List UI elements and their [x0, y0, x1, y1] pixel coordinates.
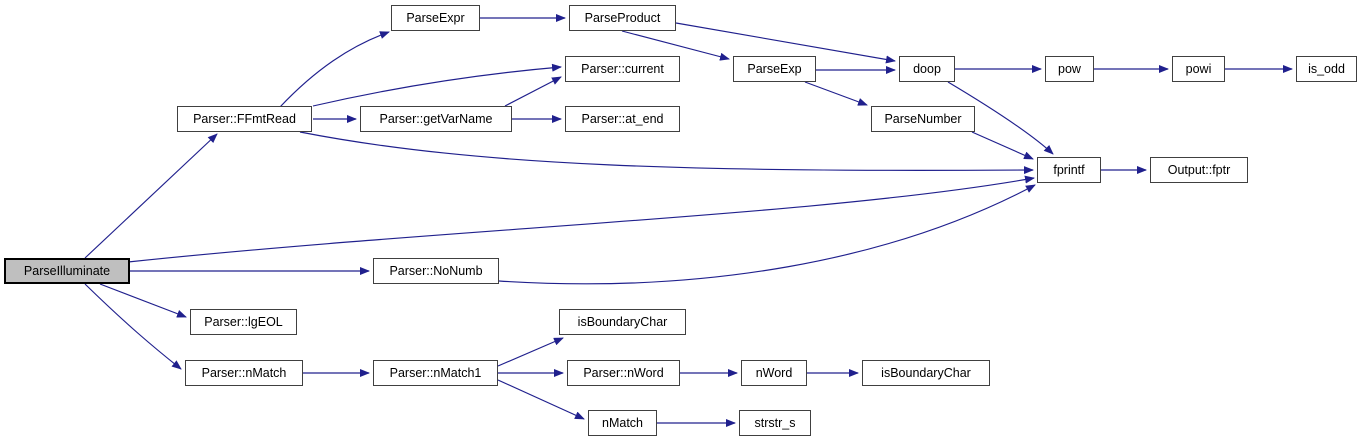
edge-parse-exp-to-parse-number [804, 81, 868, 106]
node-lg-eol[interactable]: Parser::lgEOL [190, 309, 297, 335]
node-parse-illuminate: ParseIlluminate [4, 258, 130, 284]
edge-parse-illuminate-to-n-match-method [84, 283, 182, 370]
node-parse-expr[interactable]: ParseExpr [391, 5, 480, 31]
edge-parse-illuminate-to-ffmt-read [84, 133, 218, 259]
node-pow[interactable]: pow [1045, 56, 1094, 82]
node-at-end[interactable]: Parser::at_end [565, 106, 680, 132]
node-n-word-method[interactable]: Parser::nWord [567, 360, 680, 386]
edge-parse-illuminate-to-lg-eol [99, 283, 187, 318]
edge-parse-number-to-fprintf [971, 131, 1034, 160]
node-is-boundary-char-1[interactable]: isBoundaryChar [559, 309, 686, 335]
node-is-boundary-char-2[interactable]: isBoundaryChar [862, 360, 990, 386]
edge-doop-to-fprintf [947, 81, 1054, 155]
node-n-match-fn[interactable]: nMatch [588, 410, 657, 436]
edge-ffmt-read-to-parser-current [312, 63, 562, 107]
node-parse-exp[interactable]: ParseExp [733, 56, 816, 82]
node-get-var-name[interactable]: Parser::getVarName [360, 106, 512, 132]
node-doop[interactable]: doop [899, 56, 955, 82]
node-no-numb[interactable]: Parser::NoNumb [373, 258, 499, 284]
node-ffmt-read[interactable]: Parser::FFmtRead [177, 106, 312, 132]
edge-no-numb-to-fprintf [498, 184, 1036, 285]
node-n-word[interactable]: nWord [741, 360, 807, 386]
node-parse-number[interactable]: ParseNumber [871, 106, 975, 132]
node-is-odd[interactable]: is_odd [1296, 56, 1357, 82]
edge-group [84, 14, 1293, 427]
node-parser-current[interactable]: Parser::current [565, 56, 680, 82]
edge-get-var-name-to-parser-current [504, 76, 562, 107]
edge-parse-product-to-parse-exp [621, 30, 730, 61]
edge-parse-product-to-doop [675, 22, 896, 64]
edge-n-match1-to-n-match-fn [497, 379, 585, 420]
node-powi[interactable]: powi [1172, 56, 1225, 82]
node-strstr-s[interactable]: strstr_s [739, 410, 811, 436]
node-n-match1[interactable]: Parser::nMatch1 [373, 360, 498, 386]
node-parse-product[interactable]: ParseProduct [569, 5, 676, 31]
edge-ffmt-read-to-parse-expr [279, 31, 390, 108]
node-n-match-method[interactable]: Parser::nMatch [185, 360, 303, 386]
edge-n-match1-to-is-boundary-char-1 [497, 337, 564, 367]
node-fprintf[interactable]: fprintf [1037, 157, 1101, 183]
node-output-fptr[interactable]: Output::fptr [1150, 157, 1248, 183]
edge-ffmt-read-to-fprintf [299, 131, 1034, 175]
edge-parse-illuminate-to-fprintf [127, 175, 1035, 263]
